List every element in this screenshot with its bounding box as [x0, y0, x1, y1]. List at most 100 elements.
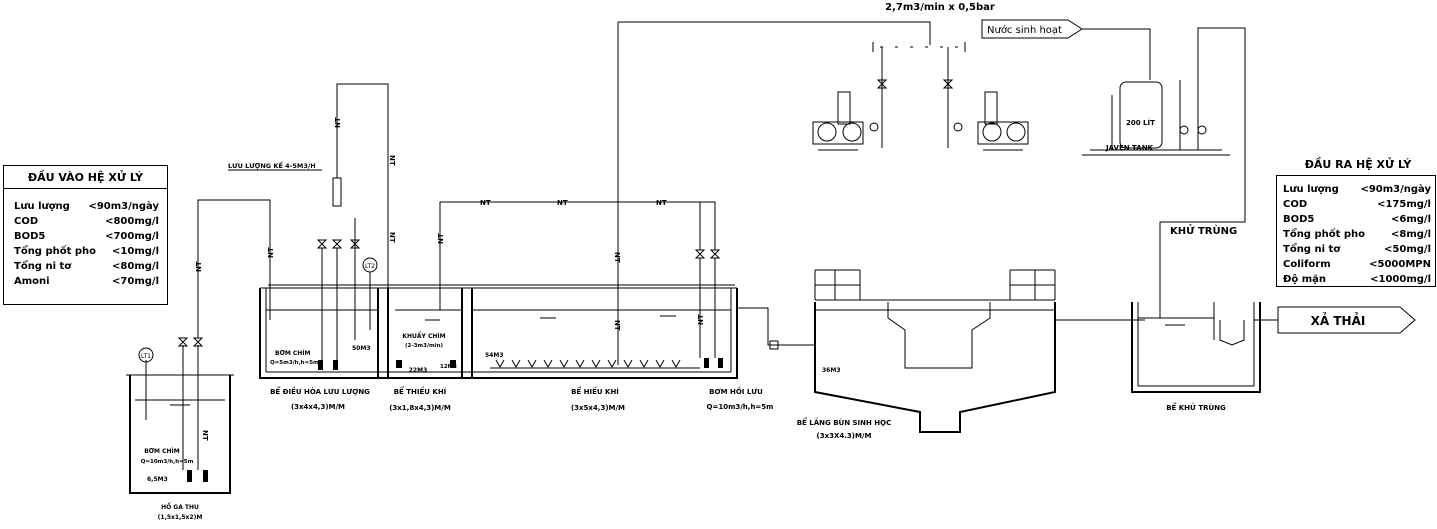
- disinfection-tank: BỂ KHỬ TRÙNG: [1131, 302, 1278, 412]
- spec-param: Tổng ni tơ: [1283, 244, 1341, 255]
- nt-label: NT: [613, 320, 621, 331]
- diffuser-row: [495, 359, 681, 369]
- aerobic-name: BỂ HIẾU KHÍ: [571, 386, 619, 396]
- anoxic-volume2: 12M3: [440, 364, 457, 370]
- spec-row: Tổng ni tơ<80mg/l: [14, 259, 159, 274]
- diffuser-icon: [591, 359, 601, 369]
- spec-row: COD<800mg/l: [14, 214, 159, 229]
- diffuser-icon: [671, 359, 681, 369]
- aerobic-size: (3x5x4,3)M/M: [571, 404, 625, 412]
- diffuser-icon: [495, 359, 505, 369]
- blower-right-icon: [953, 91, 1029, 151]
- diffuser-icon: [655, 359, 665, 369]
- spec-param: BOD5: [1283, 214, 1315, 225]
- diffuser-icon: [575, 359, 585, 369]
- lt2-label: LT2: [365, 263, 375, 270]
- javen-volume: 200 LÍT: [1126, 118, 1155, 127]
- diffuser-icon: [559, 359, 569, 369]
- spec-param: Tổng ni tơ: [14, 261, 72, 272]
- pump-icon: [318, 360, 323, 370]
- nt-label: NT: [388, 232, 396, 243]
- clarifier-name: BỂ LẮNG BÙN SINH HỌC: [797, 417, 892, 427]
- nt-label: NT: [697, 314, 705, 325]
- collection-size: (1,5x1,5x2)M: [158, 514, 203, 521]
- nt-label: NT: [613, 252, 621, 263]
- mixer-icon: [450, 360, 456, 368]
- spec-row: Lưu lượng<90m3/ngày: [14, 199, 159, 214]
- pump-icon: [704, 358, 709, 368]
- spec-value: <1000mg/l: [1370, 274, 1431, 285]
- spec-param: Tổng phốt pho: [1283, 229, 1366, 240]
- flowmeter-icon: [332, 177, 342, 207]
- spec-row: COD <175mg/l: [1283, 197, 1431, 212]
- spec-row: Tổng ni tơ <50mg/l: [1283, 242, 1431, 257]
- equalization-size: (3x4x4,3)M/M: [291, 403, 345, 411]
- javen-tank-label: JAVEN TANK: [1105, 144, 1154, 152]
- nt-label: NT: [656, 199, 667, 207]
- equalization-name: BỂ ĐIỀU HÒA LƯU LƯỢNG: [270, 386, 370, 396]
- return-pump-name: BƠM HỒI LƯU: [709, 386, 763, 396]
- nt-label: NT: [267, 247, 275, 258]
- spec-row: BOD5 <6mg/l: [1283, 212, 1431, 227]
- spec-row: Tổng phốt pho <8mg/l: [1283, 227, 1431, 242]
- nt-label: NT: [334, 117, 342, 128]
- anoxic-name: BỂ THIẾU KHÍ: [394, 386, 447, 396]
- anoxic-mixer-spec: (2-3m3/min): [405, 343, 444, 349]
- inlet-spec-title: ĐẦU VÀO HỆ XỬ LÝ: [4, 166, 167, 189]
- collection-pit: LT1 BƠM CHÌM Q=10m3/h,h=5m 6,5M3 HỐ GA T…: [126, 345, 234, 521]
- spec-param: Coliform: [1283, 259, 1331, 270]
- spec-value: <6mg/l: [1391, 214, 1431, 225]
- spec-value: <175mg/l: [1377, 199, 1431, 210]
- pump-icon: [333, 360, 338, 370]
- spec-param: COD: [1283, 199, 1308, 210]
- diffuser-icon: [543, 359, 553, 369]
- nt-label: NT: [437, 233, 445, 244]
- discharge-arrow: [1277, 306, 1416, 334]
- spec-param: Amoni: [14, 276, 50, 287]
- diffuser-icon: [511, 359, 521, 369]
- spec-value: <70mg/l: [112, 276, 159, 287]
- spec-value: <5000MPN: [1369, 259, 1431, 270]
- spec-value: <700mg/l: [105, 231, 159, 242]
- flowmeter-label: LƯU LƯỢNG KẾ 4-5M3/H: [228, 160, 316, 170]
- lt1-label: LT1: [141, 353, 151, 360]
- spec-value: <10mg/l: [112, 246, 159, 257]
- spec-value: <50mg/l: [1384, 244, 1431, 255]
- domestic-water-arrow: [981, 19, 1083, 39]
- spec-param: BOD5: [14, 231, 46, 242]
- valve-icon: [694, 249, 721, 259]
- nt-label: NT: [388, 155, 396, 166]
- spec-row: Lưu lượng<90m3/ngày: [1283, 182, 1431, 197]
- pump-icon: [718, 358, 723, 368]
- spec-param: Lưu lượng: [14, 201, 70, 212]
- equalization-pump-label: BƠM CHÌM: [275, 349, 311, 357]
- spec-param: Tổng phốt pho: [14, 246, 97, 257]
- spec-value: <8mg/l: [1391, 229, 1431, 240]
- disinfection-name: BỂ KHỬ TRÙNG: [1166, 402, 1226, 412]
- spec-row: Độ mặn <1000mg/l: [1283, 272, 1431, 287]
- clarifier-volume: 36M3: [822, 367, 841, 374]
- collection-name: HỐ GA THU: [161, 503, 199, 511]
- blower-left-icon: [812, 91, 879, 151]
- equalization-pump-spec: Q=5m3/h,h=5m: [270, 360, 319, 366]
- collection-volume: 6,5M3: [147, 476, 168, 483]
- valve-icon: [769, 340, 779, 350]
- disinfection-label: KHỬ TRÙNG: [1170, 223, 1237, 237]
- spec-param: Độ mặn: [1283, 274, 1327, 285]
- aerobic-volume: 54M3: [485, 352, 504, 359]
- mixer-icon: [396, 360, 402, 368]
- collection-pump-label: BƠM CHÌM: [144, 447, 180, 455]
- collection-pump-spec: Q=10m3/h,h=5m: [141, 459, 194, 465]
- diffuser-icon: [607, 359, 617, 369]
- pump-icon: [203, 470, 208, 482]
- nt-label: NT: [557, 199, 568, 207]
- diffuser-icon: [639, 359, 649, 369]
- blower-label: 2,7m3/min x 0,5bar: [885, 2, 995, 13]
- valve-icon: [316, 239, 361, 249]
- spec-value: <90m3/ngày: [1360, 184, 1431, 195]
- return-pump-spec: Q=10m3/h,h=5m: [707, 403, 774, 411]
- nt-label: NT: [201, 430, 209, 441]
